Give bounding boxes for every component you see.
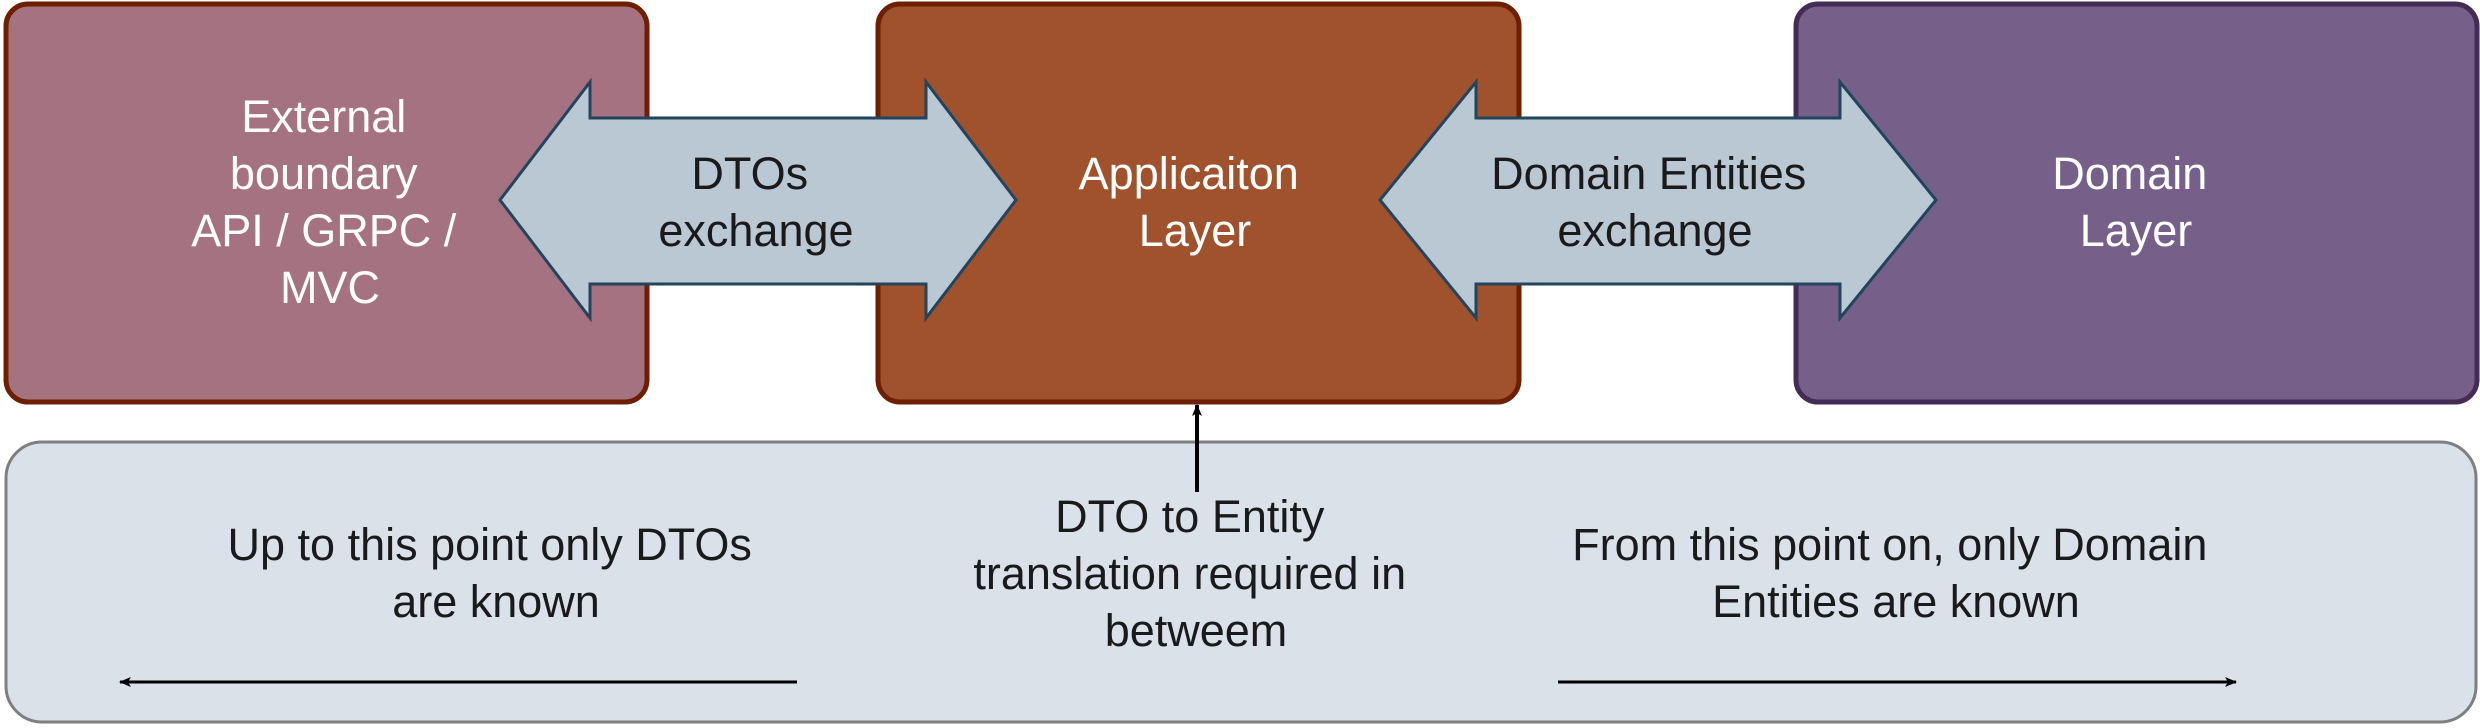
dtos-exchange-arrow	[498, 77, 1018, 323]
entities-exchange-label: Domain Entities exchange	[1491, 148, 1819, 256]
dtos-known-note: Up to this point only DTOs are known	[228, 519, 765, 627]
translation-note: DTO to Entity translation required in be…	[973, 491, 1418, 656]
domain-layer-label: Domain Layer	[2052, 148, 2220, 256]
external-boundary-label: External boundary API / GRPC / MVC	[191, 91, 469, 313]
entities-known-note: From this point on, only Domain Entities…	[1572, 519, 2220, 627]
info-panel	[4, 440, 2478, 724]
application-layer-label: Applicaiton Layer	[1079, 148, 1312, 256]
dtos-exchange-label: DTOs exchange	[658, 148, 853, 256]
entities-exchange-arrow	[1378, 77, 1938, 323]
